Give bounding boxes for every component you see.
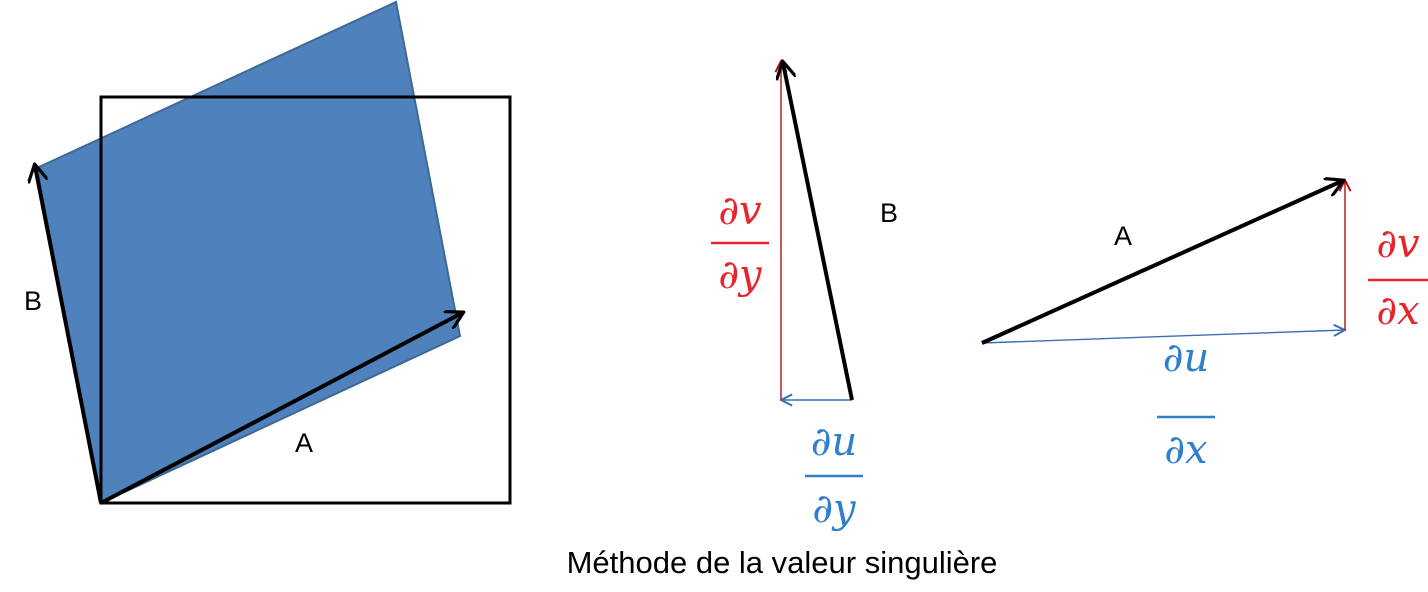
vector-a-arrow bbox=[100, 313, 462, 505]
reference-square bbox=[99, 95, 512, 505]
du-dy-numerator: ∂u bbox=[811, 419, 857, 465]
figure-caption: Méthode de la valeur singulière bbox=[567, 545, 998, 580]
vector-a-arrow bbox=[981, 181, 1342, 345]
vector-b-arrow bbox=[783, 63, 854, 401]
middle-panel: B ∂v ∂y ∂u ∂y bbox=[711, 61, 898, 532]
dv-dy-numerator: ∂v bbox=[718, 188, 762, 234]
du-dy-denominator: ∂y bbox=[812, 486, 857, 532]
du-dx-component-arrow bbox=[981, 330, 1345, 344]
vector-a-label: A bbox=[295, 428, 313, 458]
dv-dx-denominator: ∂x bbox=[1376, 288, 1419, 334]
dv-dy-fraction: ∂v ∂y bbox=[711, 188, 769, 298]
du-dy-fraction: ∂u ∂y bbox=[805, 419, 863, 532]
dv-dx-fraction: ∂v ∂x bbox=[1368, 221, 1428, 334]
right-panel: A ∂v ∂x ∂u ∂x bbox=[981, 180, 1428, 473]
vector-b-label: B bbox=[880, 198, 898, 228]
vector-a-label: A bbox=[1114, 221, 1132, 251]
vector-b-arrow bbox=[35, 166, 103, 504]
dv-dx-numerator: ∂v bbox=[1376, 221, 1420, 267]
du-dx-denominator: ∂x bbox=[1164, 427, 1207, 473]
du-dx-numerator: ∂u bbox=[1163, 335, 1209, 381]
du-dx-fraction: ∂u ∂x bbox=[1157, 335, 1215, 473]
vector-b-label: B bbox=[24, 286, 42, 316]
dv-dy-denominator: ∂y bbox=[718, 252, 763, 298]
left-panel: A B bbox=[24, 0, 512, 505]
